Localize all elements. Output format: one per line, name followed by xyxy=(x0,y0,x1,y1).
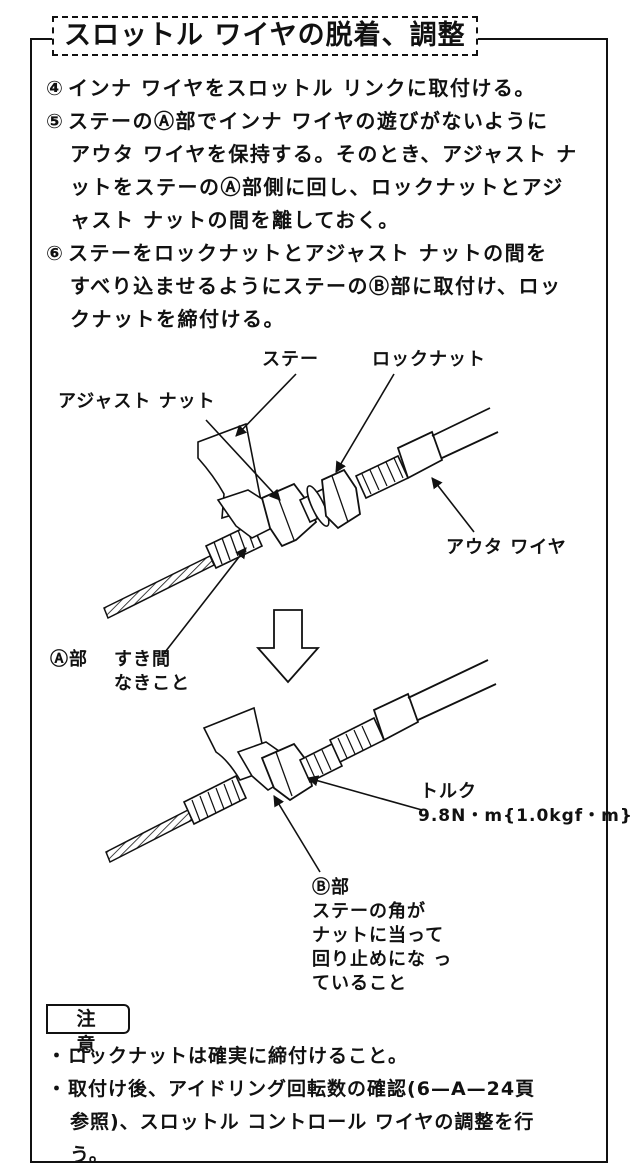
label-gap-line2: なきこと xyxy=(114,673,190,694)
step-number: ⑥ xyxy=(46,241,65,265)
step-text: インナ ワイヤをスロットル リンクに取付ける。 xyxy=(68,76,536,100)
step-text: すべり込ませるようにステーのⒷ部に取付け、ロッ xyxy=(70,274,562,298)
section-title: スロットル ワイヤの脱着、調整 xyxy=(52,16,478,56)
step-text: アウタ ワイヤを保持する。そのとき、アジャスト ナ xyxy=(70,142,578,166)
step-text: クナットを締付ける。 xyxy=(70,307,285,331)
label-torque-value: 9.8N・m{1.0kgf・m} xyxy=(418,806,633,826)
bullet-icon: ・ xyxy=(46,1078,67,1100)
bullet-icon: ・ xyxy=(46,1045,67,1067)
label-outer-wire: アウタ ワイヤ xyxy=(446,537,567,558)
note-text: 取付け後、アイドリング回転数の確認(6—A—24頁 xyxy=(68,1078,536,1100)
label-adjust-nut: アジャスト ナット xyxy=(58,391,216,412)
label-part-a: Ⓐ部 xyxy=(50,649,88,670)
down-arrow xyxy=(256,609,320,684)
caution-item: ・ロックナットは確実に締付けること。 xyxy=(46,1040,594,1073)
step-text: ャスト ナットの間を離しておく。 xyxy=(70,208,400,232)
label-torque: トルク xyxy=(420,781,477,802)
caution-notes: ・ロックナットは確実に締付けること。 ・取付け後、アイドリング回転数の確認(6—… xyxy=(46,1040,594,1172)
inner-wire xyxy=(103,554,215,620)
step-text: ステーをロックナットとアジャスト ナットの間を xyxy=(68,241,548,265)
label-b-line4: ていること xyxy=(312,973,407,994)
label-part-b: Ⓑ部 xyxy=(312,877,350,898)
note-text: う。 xyxy=(70,1144,109,1166)
step-text: ットをステーのⒶ部側に回し、ロックナットとアジ xyxy=(70,175,564,199)
caution-item: ・取付け後、アイドリング回転数の確認(6—A—24頁 参照)、スロットル コント… xyxy=(46,1073,594,1172)
step-text: ステーのⒶ部でインナ ワイヤの遊びがないように xyxy=(68,109,549,133)
caution-label: 注 意 xyxy=(46,1004,130,1056)
upper-assembly xyxy=(103,407,499,620)
label-b-line1: ステーの角が xyxy=(312,901,426,922)
label-b-line2: ナットに当って xyxy=(312,925,445,946)
step-number: ④ xyxy=(46,76,65,100)
label-lock-nut: ロックナット xyxy=(372,349,486,370)
note-text: 参照)、スロットル コントロール ワイヤの調整を行 xyxy=(70,1111,535,1133)
label-gap-line1: すき間 xyxy=(114,649,171,670)
step-number: ⑤ xyxy=(46,109,65,133)
label-stay: ステー xyxy=(262,349,319,370)
label-b-line3: 回り止めにな っ xyxy=(312,949,453,970)
note-text: ロックナットは確実に締付けること。 xyxy=(68,1045,409,1067)
lower-assembly xyxy=(105,659,497,864)
outer-wire xyxy=(431,407,499,459)
